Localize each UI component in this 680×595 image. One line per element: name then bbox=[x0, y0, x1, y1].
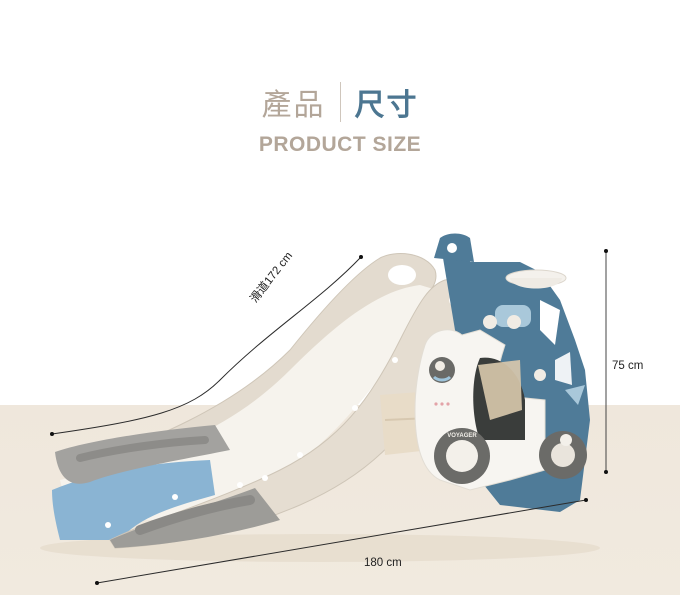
emblem-text: VOYAGER bbox=[447, 433, 477, 439]
title-size: 尺寸 bbox=[354, 88, 419, 123]
subtitle: PRODUCT SIZE bbox=[258, 133, 422, 156]
title-product: 產品 bbox=[261, 88, 326, 123]
total-length-label: 180 cm bbox=[364, 557, 402, 569]
title-divider bbox=[339, 82, 341, 122]
height-label: 75 cm bbox=[612, 360, 644, 372]
title-row: 產品 尺寸 bbox=[0, 80, 680, 124]
